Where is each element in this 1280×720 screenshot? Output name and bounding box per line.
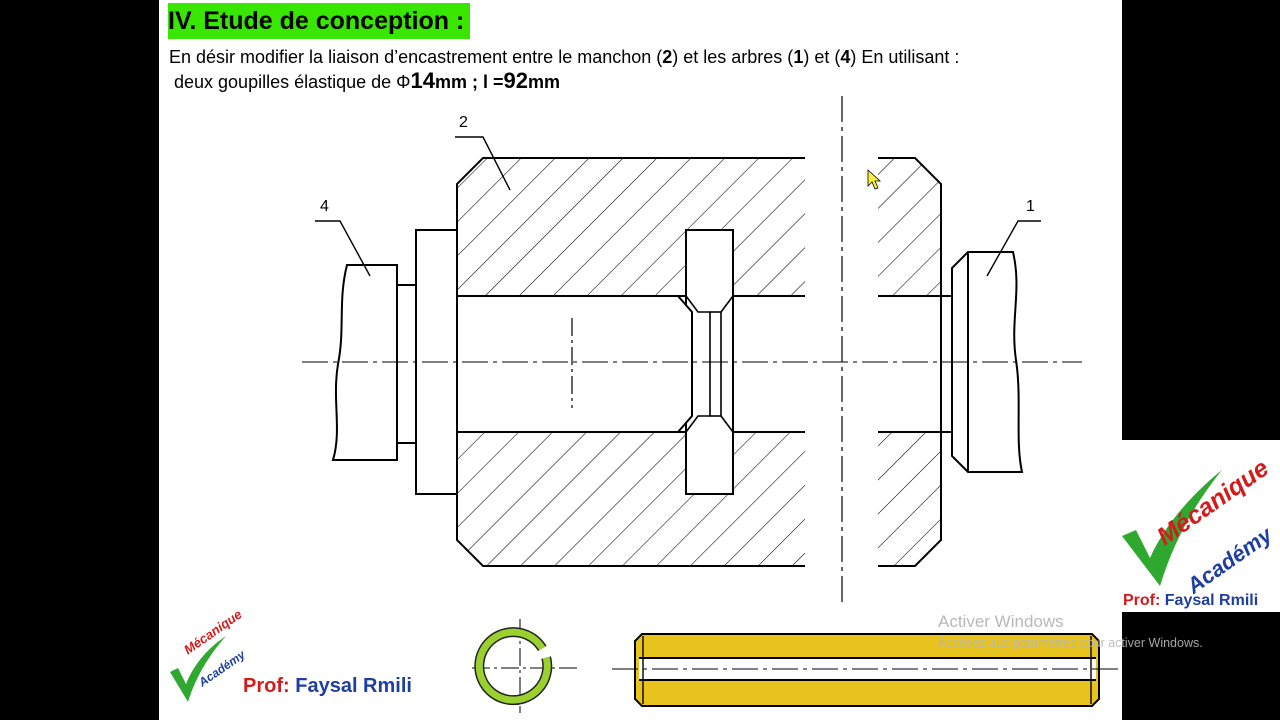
intro-line-2: deux goupilles élastique de Φ14mm ; l =9…: [174, 68, 560, 94]
leader-line-4: [315, 220, 371, 277]
technical-drawing: [170, 96, 1118, 713]
intro-text: ) et (: [803, 47, 841, 67]
part-number-4: 4: [840, 47, 851, 67]
part-number-1: 1: [793, 47, 804, 67]
watermark-subtitle: Accédez aux paramètres pour activer Wind…: [938, 636, 1203, 650]
prof-signature: Prof: Faysal Rmili: [243, 675, 412, 698]
section-title: IV. Etude de conception :: [168, 3, 471, 39]
prof-name: Faysal Rmili: [295, 675, 412, 697]
windows-activation-watermark: Activer Windows Accédez aux paramètres p…: [938, 612, 1203, 650]
prof-name: Faysal Rmili: [1164, 592, 1259, 609]
sleeve-right-section: [878, 157, 952, 567]
shaft-part-4: [457, 295, 734, 433]
part-number-2: 2: [662, 47, 673, 67]
document-page: IV. Etude de conception : En désir modif…: [159, 0, 1122, 720]
intro-text: ) et les arbres (: [672, 47, 794, 67]
pin-diameter-value: 14: [410, 68, 436, 93]
mouse-cursor-icon: [867, 169, 882, 190]
prof-label: Prof:: [1123, 592, 1161, 609]
unit-mm: mm ;: [435, 72, 484, 92]
elastic-pin-side-view: [612, 633, 1118, 707]
corner-logo: Mécanique Académy Prof: Faysal Rmili: [1122, 440, 1280, 612]
unit-mm: mm: [528, 72, 561, 92]
leader-line-1: [986, 220, 1041, 277]
logo-check-icon: [170, 636, 226, 702]
elastic-pin-end-view: [472, 619, 580, 713]
leader-line-2: [455, 136, 511, 191]
length-label: l =: [483, 72, 504, 92]
logo-check-icon: [1122, 470, 1222, 586]
intro-line-1: En désir modifier la liaison d’encastrem…: [169, 47, 959, 68]
intro-text: En désir modifier la liaison d’encastrem…: [169, 47, 663, 67]
callout-1: 1: [1026, 198, 1035, 215]
pin-length-value: 92: [503, 68, 529, 93]
callout-4: 4: [320, 198, 329, 215]
intro-text: deux goupilles élastique de Φ: [174, 72, 411, 92]
prof-label: Prof:: [243, 675, 290, 697]
watermark-title: Activer Windows: [938, 612, 1064, 631]
callout-2: 2: [459, 114, 468, 131]
prof-signature: Prof: Faysal Rmili: [1123, 592, 1258, 610]
intro-text: ) En utilisant :: [850, 47, 960, 67]
